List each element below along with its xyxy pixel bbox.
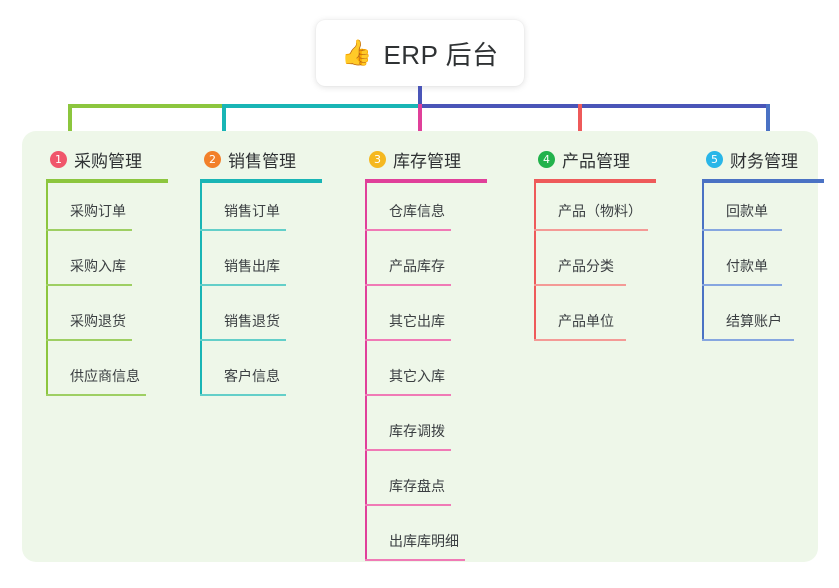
item-rule <box>46 284 132 286</box>
column-header-rule-5 <box>702 179 824 183</box>
column-title-3: 库存管理 <box>393 151 461 171</box>
column-title-1: 采购管理 <box>74 151 142 171</box>
column-header-rule-2 <box>200 179 322 183</box>
column-finance: 5 财务管理 回款单 付款单 结算账户 <box>692 145 824 341</box>
item-label: 其它出库 <box>389 313 445 329</box>
item-rule <box>200 394 286 396</box>
item-rule <box>365 559 465 561</box>
item-rule <box>365 504 451 506</box>
column-spine-1 <box>46 183 48 394</box>
item-label: 采购订单 <box>70 203 126 219</box>
column-badge-3: 3 <box>369 150 386 168</box>
column-spine-2 <box>200 183 202 394</box>
diagram-panel <box>22 131 818 562</box>
root-node[interactable]: 👍 ERP 后台 <box>316 20 524 86</box>
column-product: 4 产品管理 产品（物料） 产品分类 产品单位 <box>524 145 656 341</box>
root-node-content: 👍 ERP 后台 <box>341 35 498 72</box>
item-rule <box>46 339 132 341</box>
column-title-4: 产品管理 <box>562 151 630 171</box>
column-spine-5 <box>702 183 704 339</box>
column-badge-2: 2 <box>204 150 221 168</box>
item-rule <box>46 394 146 396</box>
item-label: 回款单 <box>726 203 768 219</box>
column-header-3[interactable]: 3 库存管理 <box>355 145 461 173</box>
column-header-1[interactable]: 1 采购管理 <box>36 145 142 173</box>
column-badge-4: 4 <box>538 150 555 168</box>
item-label: 付款单 <box>726 258 768 274</box>
column-spine-4 <box>534 183 536 339</box>
item-label: 供应商信息 <box>70 368 140 384</box>
column-sales: 2 销售管理 销售订单 销售出库 销售退货 客户信息 <box>190 145 322 396</box>
item-rule <box>534 339 626 341</box>
item-label: 仓库信息 <box>389 203 445 219</box>
item-rule <box>365 449 451 451</box>
item-rule <box>365 284 451 286</box>
item-label: 采购入库 <box>70 258 126 274</box>
drop-connector-5 <box>766 104 770 144</box>
item-rule <box>534 229 648 231</box>
item-label: 库存盘点 <box>389 478 445 494</box>
item-label: 产品（物料） <box>558 203 642 219</box>
bus-segment-3 <box>418 104 610 108</box>
item-rule <box>702 284 782 286</box>
column-title-5: 财务管理 <box>730 151 798 171</box>
drop-connector-1 <box>68 104 72 144</box>
item-rule <box>365 394 451 396</box>
drop-connector-3 <box>418 104 422 144</box>
item-rule <box>200 339 286 341</box>
item-label: 产品单位 <box>558 313 614 329</box>
item-label: 销售退货 <box>224 313 280 329</box>
column-header-rule-3 <box>365 179 487 183</box>
root-stem-connector <box>418 86 422 106</box>
column-purchase: 1 采购管理 采购订单 采购入库 采购退货 供应商信息 <box>36 145 168 396</box>
item-rule <box>702 339 794 341</box>
item-label: 出库库明细 <box>389 533 459 549</box>
root-node-label: ERP 后台 <box>383 39 499 70</box>
item-rule <box>200 284 286 286</box>
item-label: 销售出库 <box>224 258 280 274</box>
item-rule <box>200 229 286 231</box>
item-label: 客户信息 <box>224 368 280 384</box>
item-rule <box>365 339 451 341</box>
item-rule <box>365 229 451 231</box>
item-label: 产品分类 <box>558 258 614 274</box>
item-label: 销售订单 <box>224 203 280 219</box>
column-title-2: 销售管理 <box>228 151 296 171</box>
column-header-5[interactable]: 5 财务管理 <box>692 145 798 173</box>
thumbs-up-icon: 👍 <box>341 38 373 67</box>
drop-connector-4 <box>578 104 582 144</box>
bus-segment-2 <box>222 104 418 108</box>
item-label: 结算账户 <box>726 313 782 329</box>
column-header-4[interactable]: 4 产品管理 <box>524 145 630 173</box>
bus-segment-1 <box>68 104 222 108</box>
item-label: 采购退货 <box>70 313 126 329</box>
bus-segment-4 <box>610 104 770 108</box>
column-header-rule-4 <box>534 179 656 183</box>
column-inventory: 3 库存管理 仓库信息 产品库存 其它出库 其它入库 库存调拨 <box>355 145 487 561</box>
column-badge-5: 5 <box>706 150 723 168</box>
item-label: 库存调拨 <box>389 423 445 439</box>
column-spine-3 <box>365 183 367 559</box>
item-rule <box>702 229 782 231</box>
item-rule <box>46 229 132 231</box>
column-header-2[interactable]: 2 销售管理 <box>190 145 296 173</box>
item-label: 产品库存 <box>389 258 445 274</box>
item-label: 其它入库 <box>389 368 445 384</box>
column-badge-1: 1 <box>50 150 67 168</box>
drop-connector-2 <box>222 104 226 144</box>
column-header-rule-1 <box>46 179 168 183</box>
item-rule <box>534 284 626 286</box>
